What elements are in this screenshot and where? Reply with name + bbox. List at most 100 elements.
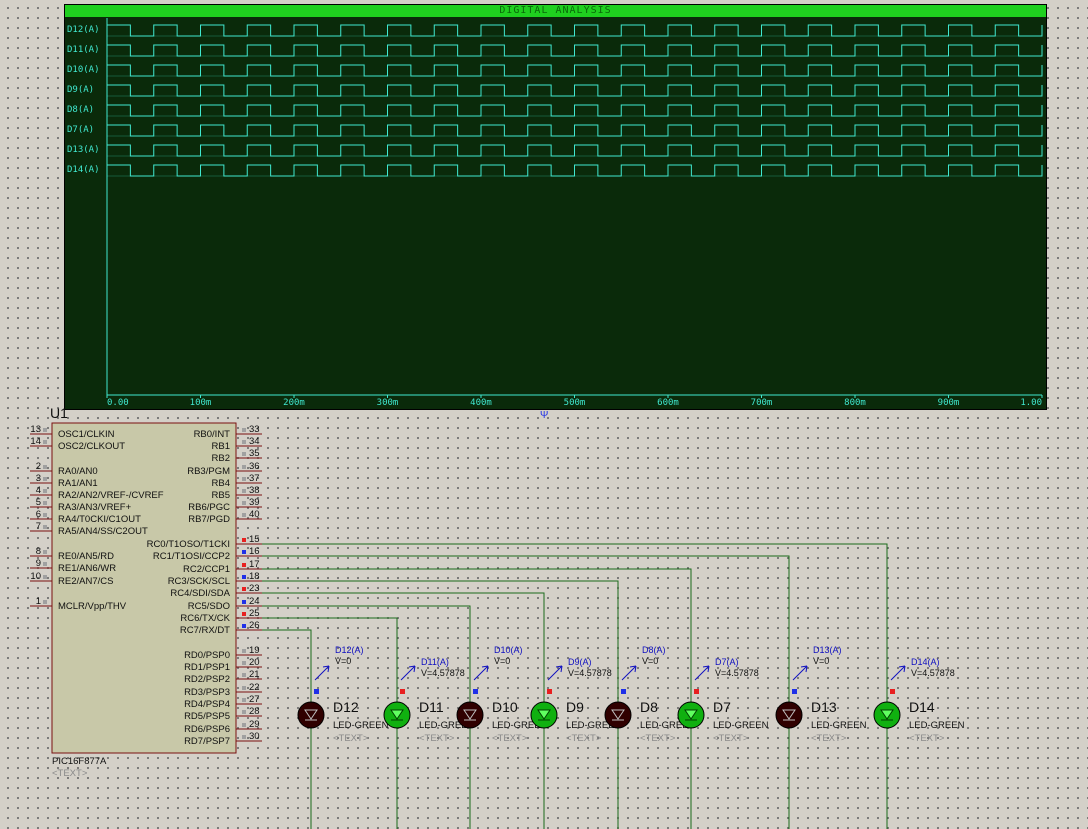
x-tick-label: 1.00 bbox=[1020, 398, 1042, 408]
pin-label: RD6/PSP6 bbox=[184, 724, 230, 735]
probe-arrow bbox=[800, 665, 808, 673]
led-text: <TEXT> bbox=[909, 733, 945, 744]
wire-D13 bbox=[262, 555, 790, 829]
pin-label: MCLR/Vpp/THV bbox=[58, 601, 127, 612]
pin-marker bbox=[43, 489, 47, 493]
pin-label: RC2/CCP1 bbox=[183, 564, 230, 575]
pin-marker bbox=[242, 612, 246, 616]
pin-marker bbox=[242, 600, 246, 604]
led-text: <TEXT> bbox=[640, 733, 676, 744]
pin-label: RB7/PGD bbox=[188, 514, 230, 525]
probe-icon[interactable] bbox=[792, 665, 808, 681]
led-state-marker bbox=[400, 689, 405, 694]
pin-label: RB1 bbox=[212, 441, 230, 452]
pin-label: RE2/AN7/CS bbox=[58, 576, 113, 587]
diode-icon bbox=[304, 709, 318, 720]
probe-voltage: V=0 bbox=[813, 656, 829, 666]
pin-label: OSC2/CLKOUT bbox=[58, 441, 125, 452]
pin-number: 27 bbox=[249, 694, 260, 705]
pin-label: RB2 bbox=[212, 453, 230, 464]
pin-label: RA0/AN0 bbox=[58, 466, 98, 477]
pin-number: 4 bbox=[36, 485, 41, 496]
pin-label: RA4/T0CKI/C1OUT bbox=[58, 514, 141, 525]
pin-marker bbox=[242, 661, 246, 665]
pin-number: 34 bbox=[249, 436, 260, 447]
pin-number: 13 bbox=[30, 424, 41, 435]
chip-ref: U1 bbox=[50, 405, 68, 421]
led-type: LED-GREEN bbox=[492, 720, 548, 731]
trace-label: D7(A) bbox=[67, 125, 94, 135]
led-name: D14 bbox=[909, 699, 935, 715]
pin-number: 35 bbox=[249, 448, 260, 459]
x-tick-label: 400m bbox=[470, 398, 492, 408]
probe-icon[interactable] bbox=[621, 665, 637, 681]
pin-number: 6 bbox=[36, 509, 41, 520]
probe-voltage: V=0 bbox=[642, 656, 658, 666]
led-state-marker bbox=[890, 689, 895, 694]
pin-marker bbox=[242, 550, 246, 554]
diode-icon bbox=[684, 709, 698, 720]
led-D10[interactable] bbox=[456, 701, 484, 729]
x-tick-label: 100m bbox=[190, 398, 212, 408]
probe-arrow bbox=[702, 665, 710, 673]
probe-icon[interactable] bbox=[890, 665, 906, 681]
probe-arrow bbox=[481, 665, 489, 673]
trace-label: D13(A) bbox=[67, 145, 100, 155]
diode-icon bbox=[611, 709, 625, 720]
probe-label: D10(A) bbox=[494, 645, 523, 655]
trace-label: D8(A) bbox=[67, 105, 94, 115]
x-tick-label: 0.00 bbox=[107, 398, 129, 408]
pin-marker bbox=[242, 723, 246, 727]
led-D13[interactable] bbox=[775, 701, 803, 729]
pin-label: OSC1/CLKIN bbox=[58, 429, 115, 440]
pin-label: RB0/INT bbox=[194, 429, 231, 440]
origin-marker: Ψ bbox=[540, 410, 548, 421]
probe-icon[interactable] bbox=[314, 665, 330, 681]
probe-icon[interactable] bbox=[547, 665, 563, 681]
x-tick-label: 700m bbox=[751, 398, 773, 408]
x-tick-label: 800m bbox=[844, 398, 866, 408]
led-name: D12 bbox=[333, 699, 359, 715]
digital-analysis-graph[interactable]: DIGITAL ANALYSIS D12(A)D11(A)D10(A)D9(A)… bbox=[64, 4, 1047, 410]
pin-label: RC0/T1OSO/T1CKI bbox=[147, 539, 230, 550]
pin-number: 3 bbox=[36, 473, 41, 484]
pin-number: 26 bbox=[249, 620, 260, 631]
pin-number: 14 bbox=[30, 436, 41, 447]
led-text: <TEXT> bbox=[419, 733, 455, 744]
probe-icon[interactable] bbox=[694, 665, 710, 681]
pin-number: 21 bbox=[249, 669, 260, 680]
waveform-plot: D12(A)D11(A)D10(A)D9(A)D8(A)D7(A)D13(A)D… bbox=[67, 18, 1043, 408]
led-type: LED-GREEN bbox=[640, 720, 696, 731]
pin-marker bbox=[43, 477, 47, 481]
pin-number: 15 bbox=[249, 534, 260, 545]
probe-voltage: V=4.57878 bbox=[715, 668, 759, 678]
led-D8[interactable] bbox=[604, 701, 632, 729]
pin-number: 5 bbox=[36, 497, 41, 508]
pin-label: RD1/PSP1 bbox=[184, 662, 230, 673]
pin-label: RC5/SDO bbox=[188, 601, 230, 612]
pin-marker bbox=[242, 440, 246, 444]
chip-text: <TEXT> bbox=[52, 768, 88, 779]
pin-label: RD0/PSP0 bbox=[184, 650, 230, 661]
pin-marker bbox=[242, 686, 246, 690]
probe-icon[interactable] bbox=[400, 665, 416, 681]
pin-number: 36 bbox=[249, 461, 260, 472]
pin-number: 10 bbox=[30, 571, 41, 582]
pin-marker bbox=[242, 710, 246, 714]
pin-number: 33 bbox=[249, 424, 260, 435]
trace-label: D9(A) bbox=[67, 85, 94, 95]
probe-label: D14(A) bbox=[911, 657, 940, 667]
pin-label: RD2/PSP2 bbox=[184, 674, 230, 685]
pin-marker bbox=[43, 575, 47, 579]
pin-number: 20 bbox=[249, 657, 260, 668]
wire-D11 bbox=[262, 617, 398, 829]
pic-chip-body[interactable] bbox=[51, 422, 237, 754]
probe-icon[interactable] bbox=[473, 665, 489, 681]
led-type: LED-GREEN bbox=[811, 720, 867, 731]
trace-label: D10(A) bbox=[67, 65, 100, 75]
led-D12[interactable] bbox=[297, 701, 325, 729]
x-tick-label: 200m bbox=[283, 398, 305, 408]
pin-marker bbox=[242, 452, 246, 456]
diode-icon bbox=[880, 709, 894, 720]
